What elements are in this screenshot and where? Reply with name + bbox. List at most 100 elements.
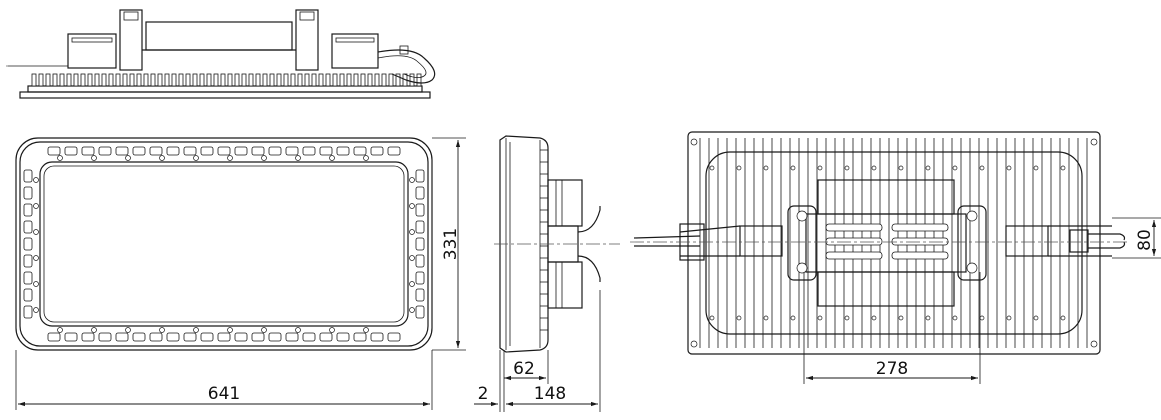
frame-slot — [23, 203, 33, 217]
fin — [297, 73, 303, 87]
fin — [73, 73, 79, 87]
screw — [295, 155, 301, 161]
fin — [94, 73, 100, 87]
back-hole — [1006, 165, 1012, 171]
frame-slot — [217, 146, 231, 156]
fin — [374, 73, 380, 87]
front-lens-window — [39, 161, 409, 327]
fin — [339, 73, 345, 87]
screw — [409, 203, 415, 209]
screw — [91, 155, 97, 161]
top-driver-box — [145, 21, 293, 51]
frame-slot — [23, 186, 33, 200]
top-right-bracket — [295, 9, 319, 71]
side-fins — [540, 149, 548, 331]
fin — [143, 73, 149, 87]
fin — [129, 73, 135, 87]
screw — [363, 327, 369, 333]
plate-slot — [891, 237, 949, 246]
back-hole — [1060, 315, 1066, 321]
fin — [234, 73, 240, 87]
fin — [59, 73, 65, 87]
fin — [241, 73, 247, 87]
back-hole — [709, 315, 715, 321]
back-right-junction-box — [1005, 225, 1049, 257]
frame-slot — [415, 288, 425, 302]
dimension-278: 278 — [803, 272, 981, 384]
fin — [101, 73, 107, 87]
screw — [295, 327, 301, 333]
screw — [33, 307, 39, 313]
fin — [192, 73, 198, 87]
back-left-arm — [679, 225, 741, 257]
top-cable-loop — [377, 49, 436, 84]
frame-slot — [23, 271, 33, 285]
screw — [227, 327, 233, 333]
back-hole — [817, 315, 823, 321]
frame-slot — [319, 146, 333, 156]
frame-slot — [166, 332, 180, 342]
top-left-housing — [67, 33, 117, 69]
screw — [261, 155, 267, 161]
frame-slot — [415, 203, 425, 217]
fin — [227, 73, 233, 87]
frame-slot — [415, 254, 425, 268]
fin — [409, 73, 415, 87]
screw — [363, 155, 369, 161]
back-hole — [844, 315, 850, 321]
front-frame-slots — [23, 146, 425, 342]
screw — [33, 255, 39, 261]
back-left-junction-box — [739, 225, 783, 257]
back-hole — [952, 165, 958, 171]
fin — [66, 73, 72, 87]
back-plate-slots — [825, 223, 949, 260]
screw — [57, 327, 63, 333]
fin — [248, 73, 254, 87]
frame-slot — [336, 332, 350, 342]
plate-slot — [825, 251, 883, 260]
frame-slot — [47, 332, 61, 342]
fin — [45, 73, 51, 87]
plate-slot — [891, 251, 949, 260]
frame-slot — [415, 305, 425, 319]
top-left-bracket — [119, 9, 143, 71]
fin — [346, 73, 352, 87]
back-hole — [709, 165, 715, 171]
frame-slot — [415, 169, 425, 183]
fin — [213, 73, 219, 87]
back-hole — [736, 315, 742, 321]
frame-slot — [268, 146, 282, 156]
dimension-641: 641 — [15, 350, 433, 410]
fin — [52, 73, 58, 87]
dimension-278-label: 278 — [876, 359, 908, 379]
side-bracket-arm — [577, 206, 601, 282]
frame-slot — [387, 332, 401, 342]
back-hole — [952, 315, 958, 321]
back-hole — [1033, 165, 1039, 171]
frame-slot — [285, 146, 299, 156]
fin — [255, 73, 261, 87]
fin — [87, 73, 93, 87]
frame-slot — [64, 146, 78, 156]
screw — [409, 307, 415, 313]
fin — [115, 73, 121, 87]
back-hole — [1060, 165, 1066, 171]
dimension-62-label: 62 — [513, 359, 535, 379]
frame-slot — [285, 332, 299, 342]
dimension-62: 62 — [504, 350, 549, 384]
frame-slot — [115, 332, 129, 342]
screw — [329, 155, 335, 161]
screw — [409, 281, 415, 287]
fin — [178, 73, 184, 87]
back-hole — [979, 165, 985, 171]
frame-slot — [200, 146, 214, 156]
back-right-bracket — [957, 205, 987, 281]
back-hole — [763, 315, 769, 321]
frame-slot — [47, 146, 61, 156]
frame-slot — [183, 146, 197, 156]
back-hole — [898, 315, 904, 321]
frame-slot — [319, 332, 333, 342]
back-right-cable-gland — [1069, 229, 1089, 253]
frame-slot — [251, 146, 265, 156]
